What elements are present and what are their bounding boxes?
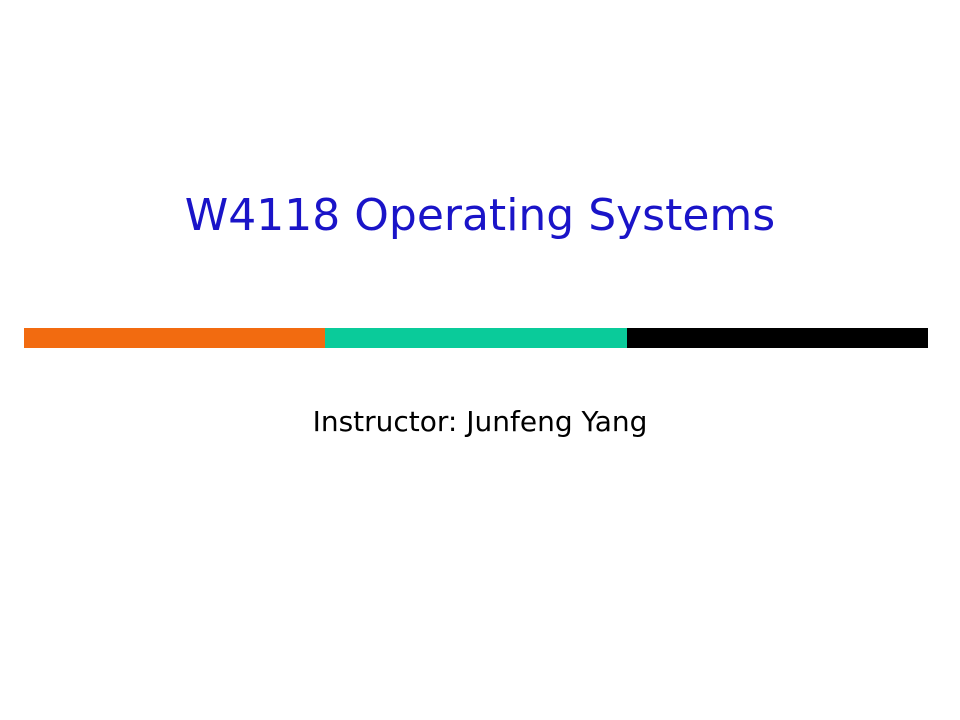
accent-bar-orange-segment xyxy=(24,328,326,348)
accent-bar-black-segment xyxy=(626,328,928,348)
slide-title: W4118 Operating Systems xyxy=(184,190,776,241)
accent-bar-teal-segment xyxy=(325,328,627,348)
slide-subtitle: Instructor: Junfeng Yang xyxy=(312,405,648,438)
accent-bar xyxy=(24,328,928,348)
